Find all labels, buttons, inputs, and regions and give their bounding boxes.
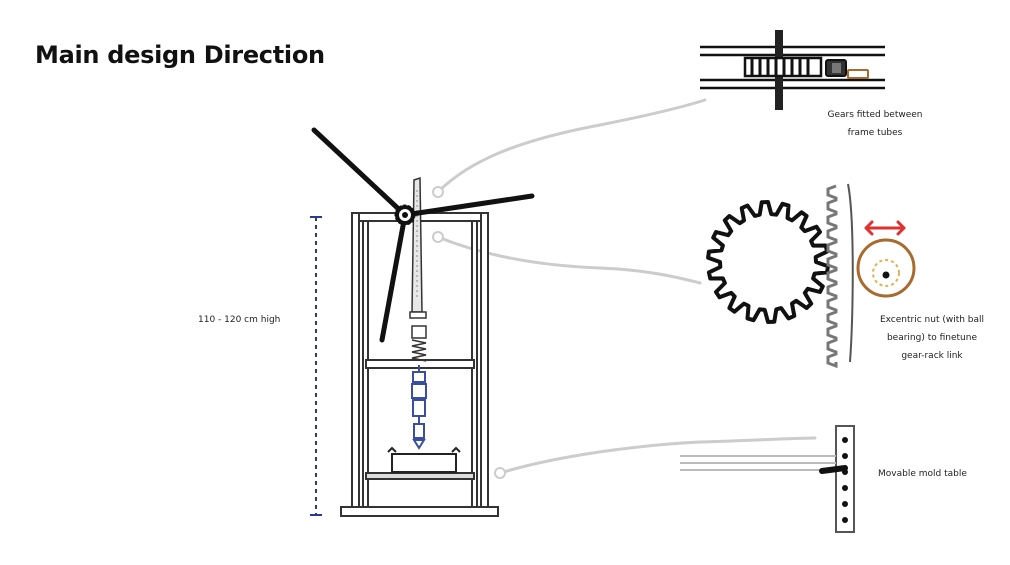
leader-gears-dot (432, 186, 444, 198)
handle-hub (394, 204, 416, 226)
nut-label-line-1: Excentric nut (with ball (879, 315, 985, 325)
gears-between-tubes-detail (700, 30, 885, 110)
leader-mold-dot (494, 467, 506, 479)
nut-label: Excentric nut (with ball bearing) to fin… (868, 311, 996, 365)
press-frame (340, 212, 499, 517)
page-title: Main design Direction (35, 41, 325, 69)
spring-top (411, 325, 427, 339)
frame-left-post-outer (351, 212, 360, 509)
mold-table-label: Movable mold table (878, 469, 967, 479)
gears-label: Gears fitted between frame tubes (815, 106, 935, 142)
handle-spoke-2 (402, 193, 535, 218)
big-gear (706, 200, 830, 324)
frame-base (340, 506, 499, 517)
leader-mold (498, 436, 817, 475)
mold-table-detail (680, 425, 855, 533)
gears-label-line-1: Gears fitted between (827, 110, 923, 120)
rack-teeth (826, 184, 838, 369)
leader-gears (436, 98, 707, 194)
gear-rack-column (409, 176, 427, 362)
nut-label-line-3: gear-rack link (901, 351, 963, 361)
mold-block (387, 446, 461, 473)
eccentric-nut (856, 238, 916, 298)
leader-nut (436, 235, 702, 285)
height-label: 110 - 120 cm high (198, 315, 281, 325)
rack-back (847, 183, 854, 363)
spring (411, 339, 427, 362)
piston-assembly (411, 365, 427, 450)
mold-table (365, 472, 475, 480)
handle-spoke-3 (379, 212, 408, 343)
frame-right-post-outer (480, 212, 489, 509)
callout-leaders (436, 98, 817, 475)
gears-label-line-2: frame tubes (847, 128, 903, 138)
gear-rack-detail (706, 183, 916, 369)
leader-nut-dot (432, 231, 444, 243)
ball-bearing (872, 259, 900, 287)
height-dimension (310, 216, 322, 516)
press-handle (311, 127, 535, 343)
handle-spoke-1 (311, 127, 408, 218)
adjust-arrow-icon (864, 220, 906, 236)
nut-label-line-2: bearing) to finetune (886, 333, 978, 343)
